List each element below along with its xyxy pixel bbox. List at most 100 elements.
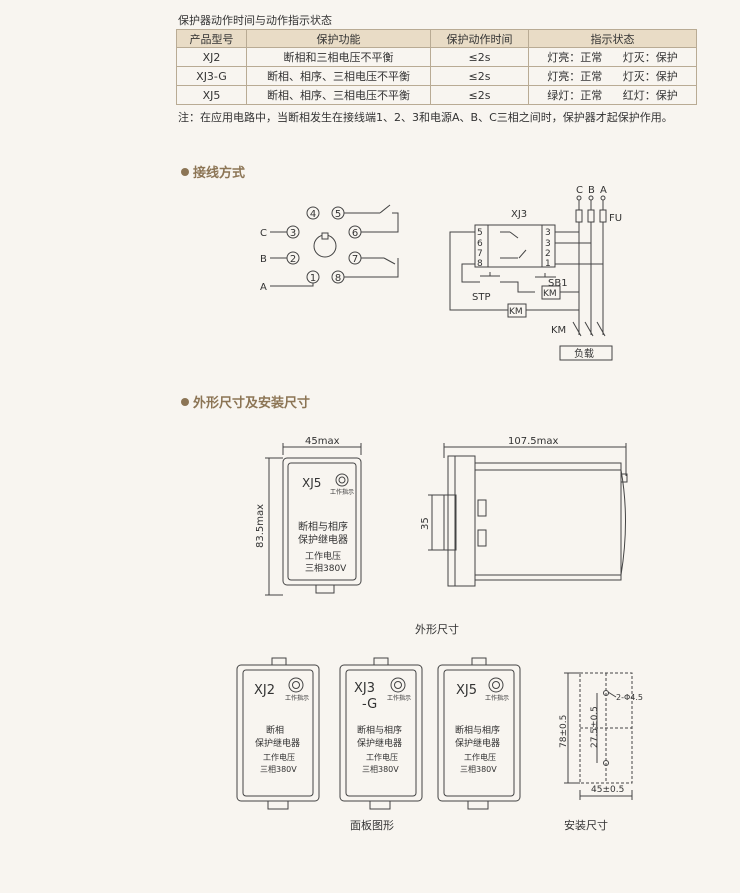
front-height-dim: 83.5max bbox=[255, 504, 266, 548]
panel-voltage-value: 三相380V bbox=[362, 764, 399, 774]
cell-status: 灯亮：正常 灯灭：保护 bbox=[528, 66, 697, 86]
panel-indicator: 工作指示 bbox=[285, 694, 309, 702]
panel-voltage-label: 工作电压 bbox=[464, 752, 496, 762]
pin-6: 6 bbox=[348, 225, 362, 239]
svg-text:7: 7 bbox=[352, 254, 358, 265]
mount-hole-dim: 2-Φ4.5 bbox=[616, 693, 643, 702]
table-note: 注：在应用电路中，当断相发生在接线端1、2、3和电源A、B、C三相之间时，保护器… bbox=[178, 111, 673, 124]
status-normal: 灯亮：正常 bbox=[547, 70, 603, 83]
front-indicator-label: 工作指示 bbox=[330, 488, 354, 496]
svg-text:1: 1 bbox=[310, 273, 316, 284]
svg-text:3: 3 bbox=[545, 239, 551, 249]
status-protect: 红灯：保护 bbox=[622, 89, 678, 102]
front-width-dim: 45max bbox=[305, 436, 340, 447]
svg-text:3: 3 bbox=[545, 228, 551, 238]
panel-line2: 保护继电器 bbox=[455, 737, 500, 749]
svg-text:3: 3 bbox=[290, 228, 296, 239]
svg-text:1: 1 bbox=[545, 259, 551, 269]
panel-voltage-label: 工作电压 bbox=[263, 752, 295, 762]
cell-function: 断相、相序、三相电压不平衡 bbox=[246, 66, 431, 86]
front-line4: 三相380V bbox=[305, 562, 347, 574]
phase-b: B bbox=[588, 185, 595, 196]
cell-model: XJ2 bbox=[176, 47, 247, 67]
protection-table: 产品型号 保护功能 保护动作时间 指示状态 XJ2 断相和三相电压不平衡 ≤2s… bbox=[176, 29, 697, 105]
svg-text:6: 6 bbox=[352, 228, 358, 239]
front-line3: 工作电压 bbox=[305, 550, 341, 562]
cell-function: 断相、相序、三相电压不平衡 bbox=[246, 85, 431, 105]
phase-c: C bbox=[576, 185, 583, 196]
socket-pin-diagram: 4 5 3 6 2 7 1 8 C B A bbox=[260, 204, 399, 293]
panel-indicator: 工作指示 bbox=[485, 694, 509, 702]
sb1-label: SB1 bbox=[548, 278, 568, 289]
panel-voltage-value: 三相380V bbox=[460, 764, 497, 774]
svg-text:5: 5 bbox=[335, 209, 341, 220]
header-status: 指示状态 bbox=[528, 29, 697, 48]
phase-a: A bbox=[600, 185, 607, 196]
km-coil-label: KM bbox=[509, 307, 523, 317]
panel-xj2: XJ2 工作指示 断相 保护继电器 工作电压 三相380V bbox=[236, 657, 320, 810]
stp-label: STP bbox=[472, 292, 491, 303]
status-protect: 灯灭：保护 bbox=[622, 51, 678, 64]
svg-text:8: 8 bbox=[335, 273, 341, 284]
cell-status: 绿灯：正常 红灯：保护 bbox=[528, 85, 697, 105]
mount-caption: 安装尺寸 bbox=[564, 818, 608, 832]
panel-indicator: 工作指示 bbox=[387, 694, 411, 702]
front-view-drawing: 45max 83.5max XJ5 工作指示 断相与相序 保护继电器 工作电压 … bbox=[255, 436, 362, 596]
header-model: 产品型号 bbox=[176, 29, 247, 48]
panel-voltage-label: 工作电压 bbox=[366, 752, 398, 762]
header-time: 保护动作时间 bbox=[430, 29, 529, 48]
section-heading-dimensions: 外形尺寸及安装尺寸 bbox=[181, 392, 310, 411]
panel-model: XJ2 bbox=[254, 683, 275, 698]
pin-8: 8 bbox=[331, 270, 345, 284]
mounting-dims: 2-Φ4.5 78±0.5 27.5±0.5 45±0.5 安装尺寸 bbox=[559, 672, 643, 832]
control-circuit-diagram: XJ3 C B A FU 5 6 7 8 3 3 2 1 KM bbox=[449, 185, 622, 361]
table-header-row: 产品型号 保护功能 保护动作时间 指示状态 bbox=[176, 29, 697, 48]
table-row: XJ3-G 断相、相序、三相电压不平衡 ≤2s 灯亮：正常灯灭：保护 bbox=[176, 66, 697, 86]
svg-text:6: 6 bbox=[477, 239, 483, 249]
phase-label-a: A bbox=[260, 282, 267, 293]
panel-model: XJ5 bbox=[456, 683, 477, 698]
bullet-icon bbox=[181, 168, 189, 176]
front-line1: 断相与相序 bbox=[298, 520, 348, 533]
table-caption: 保护器动作时间与动作指示状态 bbox=[178, 14, 332, 27]
cell-status: 灯亮：正常 灯灭：保护 bbox=[528, 47, 697, 67]
svg-text:8: 8 bbox=[477, 259, 483, 269]
panel-line1: 断相 bbox=[266, 724, 284, 736]
header-function: 保护功能 bbox=[246, 29, 431, 48]
status-normal: 绿灯：正常 bbox=[547, 89, 603, 102]
section-heading-wiring: 接线方式 bbox=[181, 162, 245, 181]
pin-4: 4 bbox=[306, 206, 320, 220]
rail-width-dim: 35 bbox=[420, 517, 431, 530]
panel-model-line1: XJ3 bbox=[354, 681, 375, 696]
pin-3: 3 bbox=[286, 225, 300, 239]
panel-line2: 保护继电器 bbox=[255, 737, 300, 749]
mount-height-dim: 78±0.5 bbox=[559, 715, 569, 748]
svg-text:2: 2 bbox=[290, 254, 296, 265]
mount-width-dim: 45±0.5 bbox=[591, 785, 624, 795]
panel-line2: 保护继电器 bbox=[357, 737, 402, 749]
panel-xj3g: XJ3 -G 工作指示 断相与相序 保护继电器 工作电压 三相380V bbox=[339, 657, 423, 810]
side-view-drawing: 107.5max 35 外形尺寸 bbox=[415, 436, 628, 636]
status-protect: 灯灭：保护 bbox=[622, 70, 678, 83]
table-row: XJ5 断相、相序、三相电压不平衡 ≤2s 绿灯：正常红灯：保护 bbox=[176, 85, 697, 105]
panel-model-line2: -G bbox=[362, 697, 377, 712]
load-label: 负载 bbox=[574, 347, 594, 360]
outline-caption: 外形尺寸 bbox=[415, 622, 459, 636]
pin-5: 5 bbox=[331, 206, 345, 220]
pin-7: 7 bbox=[348, 251, 362, 265]
section-title: 外形尺寸及安装尺寸 bbox=[193, 396, 311, 411]
svg-text:2: 2 bbox=[545, 249, 551, 259]
panel-line1: 断相与相序 bbox=[357, 724, 402, 736]
status-normal: 灯亮：正常 bbox=[547, 51, 603, 64]
table-row: XJ2 断相和三相电压不平衡 ≤2s 灯亮：正常灯灭：保护 bbox=[176, 47, 697, 67]
xj3-label: XJ3 bbox=[511, 209, 527, 220]
fuse-label: FU bbox=[609, 213, 622, 224]
section-title: 接线方式 bbox=[193, 166, 246, 181]
km-contact-label: KM bbox=[543, 289, 557, 299]
panel-xj5: XJ5 工作指示 断相与相序 保护继电器 工作电压 三相380V bbox=[437, 657, 521, 810]
panel-voltage-value: 三相380V bbox=[260, 764, 297, 774]
bullet-icon bbox=[181, 398, 189, 406]
cell-time: ≤2s bbox=[430, 85, 529, 105]
km-main-label: KM bbox=[551, 325, 566, 336]
